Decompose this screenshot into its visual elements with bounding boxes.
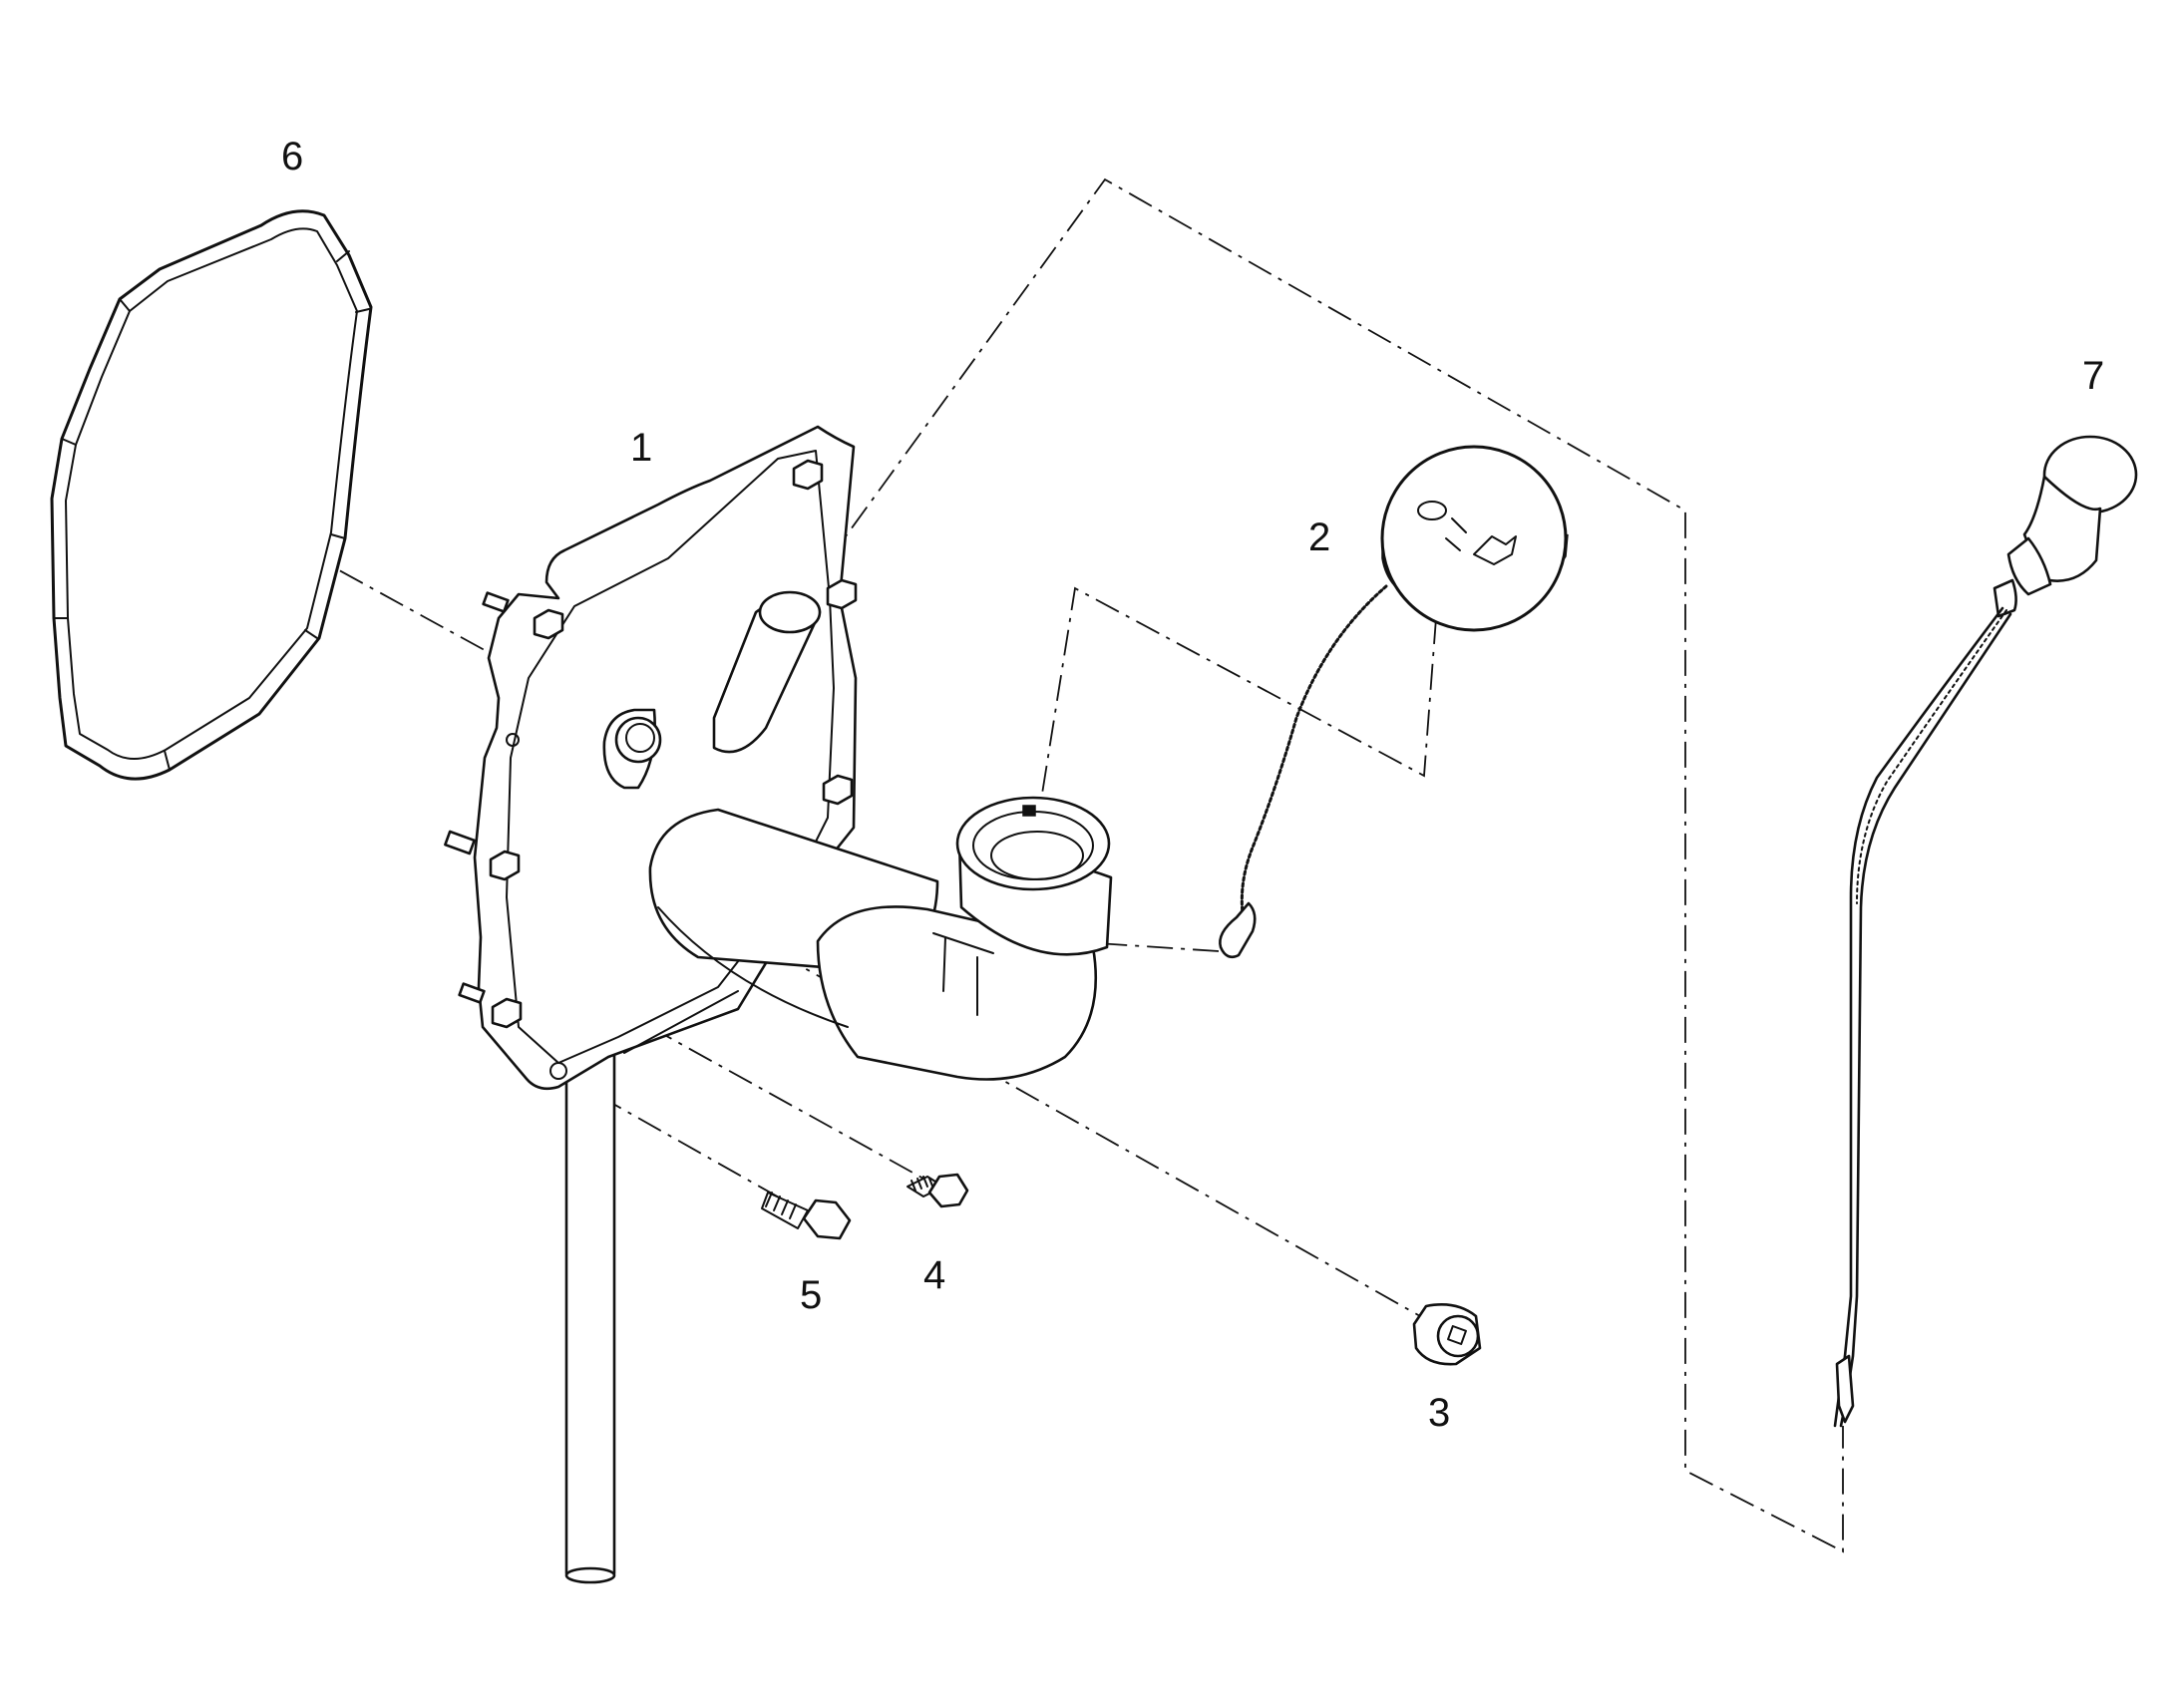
cover-hole (549, 1062, 567, 1080)
dipstick-blade (1833, 606, 2004, 1428)
bolt-part-4 (907, 1173, 969, 1208)
dipstick-blade-texture (1856, 609, 2007, 904)
guide-line-bolt-5 (557, 1072, 789, 1203)
drain-plug-part-3 (1412, 1303, 1482, 1366)
cover-hole (506, 733, 520, 747)
dipstick-seal (1993, 578, 2017, 618)
dipstick-tube-end (564, 1566, 616, 1584)
pipe-support-line (623, 990, 739, 1054)
cover-plate (473, 425, 858, 1091)
dipstick-guide-opening (758, 590, 822, 634)
filler-neck-bore (990, 831, 1084, 880)
callout-1: 1 (630, 426, 652, 470)
dipstick-tip (1835, 1354, 1855, 1424)
cap-oil-icon (1417, 501, 1447, 520)
callout-2: 2 (1308, 515, 1330, 559)
drain-plug-face (1436, 1314, 1480, 1358)
gasket-part-6 (50, 209, 373, 781)
cap-oilcan-icon (1473, 535, 1517, 565)
guide-line-tether (1096, 942, 1220, 952)
dipstick-collar (2006, 536, 2052, 596)
neck-pin-left (942, 936, 946, 992)
filler-neck-notch (1022, 805, 1036, 817)
filler-pipe-elbow (816, 905, 1098, 1081)
guide-line-dipstick (797, 177, 1844, 1553)
cover-bolt (533, 608, 564, 640)
cap-tether (1240, 584, 1388, 929)
gasket-inner-edge (65, 227, 358, 760)
callout-7: 7 (2082, 354, 2104, 398)
bolt-5-thread (761, 1192, 809, 1229)
cap-top (1380, 445, 1568, 632)
cover-bolt (792, 459, 824, 491)
drain-plug-hex-socket (1447, 1325, 1467, 1345)
dipstick-part-7 (1833, 435, 2138, 1428)
dipstick-tube (564, 1035, 616, 1577)
gasket-tabs (53, 250, 370, 771)
seal-ring (602, 708, 662, 790)
bolt-4-head (927, 1173, 969, 1208)
stud (458, 982, 486, 1004)
guide-line-cap (1034, 586, 1437, 839)
dipstick-blade-edge (1839, 612, 2012, 1428)
pipe-lower-edge (657, 906, 849, 1028)
callout-6: 6 (281, 135, 303, 178)
neck-clip (932, 932, 994, 954)
callout-5: 5 (800, 1273, 822, 1317)
callouts: 1 2 3 4 5 6 7 (281, 135, 2104, 1435)
filler-cap-part-2 (1219, 445, 1569, 959)
cap-level-mark (1445, 517, 1467, 551)
stud (482, 591, 510, 613)
dipstick-handle-skirt (2022, 475, 2102, 582)
cover-bolt (489, 850, 521, 881)
cover-bolt (491, 997, 523, 1029)
bolt-part-5 (761, 1192, 852, 1240)
bolt-5-head (802, 1198, 852, 1240)
cover-bolt (826, 578, 858, 610)
callout-4: 4 (923, 1253, 945, 1297)
cover-bolts (444, 459, 858, 1080)
gasket-outline (50, 209, 373, 781)
callout-3: 3 (1428, 1391, 1450, 1435)
tether-loop (1219, 901, 1257, 959)
cover-part-1 (444, 425, 1113, 1584)
cover-bolt (822, 774, 854, 806)
stud (444, 830, 476, 855)
